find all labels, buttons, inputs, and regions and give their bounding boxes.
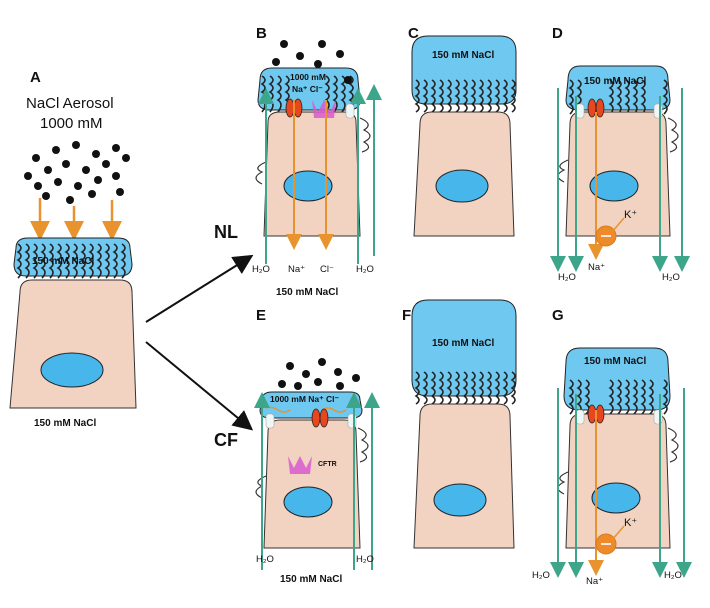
panel-label-e: E <box>256 307 266 324</box>
cilia <box>414 79 516 113</box>
asl-concentration-label: 150 mM NaCl <box>432 338 494 349</box>
cell-outline-wavy <box>255 161 267 185</box>
asl-concentration-label: 150 mM NaCl <box>32 256 94 267</box>
water-label-right: H₂O <box>662 272 680 283</box>
aquaporin <box>575 409 585 425</box>
group-label-nl: NL <box>214 222 238 242</box>
water-label-right: H₂O <box>356 264 374 275</box>
cilia <box>568 379 668 415</box>
nucleus <box>591 482 641 514</box>
nucleus <box>40 352 104 388</box>
aerosol-particles <box>272 40 344 68</box>
basolateral-label: 150 mM NaCl <box>276 287 338 298</box>
panel-c: C 150 mM NaCl <box>408 25 517 237</box>
asl-concentration-label: 150 mM NaCl <box>584 76 646 87</box>
chloride-label: Cl⁻ <box>320 264 334 275</box>
panel-b: B 1000 mM Na⁺ Cl⁻ <box>252 25 382 298</box>
group-label-cf: CF <box>214 430 238 450</box>
sodium-label: Na⁺ <box>586 576 603 587</box>
aquaporin <box>575 103 585 119</box>
enac-channel <box>311 408 329 428</box>
panel-label-c: C <box>408 25 419 42</box>
asl-layer <box>411 299 517 397</box>
water-label-right: H₂O <box>664 570 682 581</box>
cell-outline-wavy <box>667 117 679 153</box>
asl-layer <box>411 35 517 105</box>
cell-outline-wavy <box>557 159 569 183</box>
cilia <box>16 243 126 279</box>
asl-concentration-label: 1000 mM Na⁺ Cl⁻ <box>270 394 339 404</box>
asl-concentration-label: 150 mM NaCl <box>584 356 646 367</box>
water-arrows <box>258 84 382 264</box>
panel-f: F 150 mM NaCl <box>402 299 517 549</box>
potassium-label: K⁺ <box>624 517 637 529</box>
aerosol-concentration: 1000 mM <box>40 115 103 132</box>
nucleus <box>283 170 333 202</box>
panel-d: D 150 mM NaCl K⁺ <box>550 25 690 283</box>
potassium-label: K⁺ <box>624 209 637 221</box>
panel-label-b: B <box>256 25 267 42</box>
aquaporin <box>345 103 355 119</box>
asl-ion-label: Na⁺ Cl⁻ <box>292 84 323 94</box>
enac-channel <box>587 98 605 118</box>
deposition-arrows <box>30 198 122 241</box>
water-arrows <box>550 88 690 272</box>
water-arrows <box>550 388 692 578</box>
basolateral-label: 150 mM NaCl <box>280 574 342 585</box>
nucleus <box>283 486 333 518</box>
sodium-label: Na⁺ <box>588 262 605 273</box>
water-label-left: H₂O <box>256 554 274 565</box>
epithelial-cell <box>413 403 515 549</box>
potassium-arrow <box>611 217 625 233</box>
aerosol-particles <box>24 141 130 204</box>
arrow-to-cf <box>145 341 254 431</box>
water-label-left: H₂O <box>558 272 576 283</box>
cell-outline-wavy <box>359 117 371 153</box>
aerosol-particles <box>278 358 360 390</box>
asl-concentration-label: 150 mM NaCl <box>432 50 494 61</box>
cell-outline-wavy <box>557 471 569 495</box>
water-label-left: H₂O <box>532 570 550 581</box>
ion-arrows <box>286 100 334 250</box>
potassium-arrow <box>611 525 625 541</box>
panel-label-f: F <box>402 307 411 324</box>
panel-g: G 150 mM NaCl K⁺ <box>532 307 692 587</box>
cilia <box>414 371 516 405</box>
panel-e: E 1000 mM Na⁺ Cl⁻ CFTR H₂O <box>254 307 380 585</box>
cell-outline-wavy <box>667 427 679 463</box>
water-label-left: H₂O <box>252 264 270 275</box>
asl-concentration-label: 1000 mM <box>290 72 326 82</box>
cell-outline-wavy <box>357 427 369 463</box>
water-arrows <box>254 392 380 570</box>
panel-a: A NaCl Aerosol 1000 mM <box>9 69 137 429</box>
cftr-channel <box>312 100 336 118</box>
panel-label-g: G <box>552 307 564 324</box>
epithelial-cell <box>263 419 361 549</box>
panel-label-a: A <box>30 69 41 86</box>
panel-label-d: D <box>552 25 563 42</box>
branch-arrows: NL CF <box>145 222 254 450</box>
epithelial-cell <box>565 413 671 549</box>
water-label-right: H₂O <box>356 554 374 565</box>
aquaporin <box>265 413 275 429</box>
arrow-to-nl <box>145 254 254 323</box>
aerosol-title: NaCl Aerosol <box>26 95 114 112</box>
nucleus <box>433 483 487 517</box>
basolateral-label: 150 mM NaCl <box>34 418 96 429</box>
cftr-label: CFTR <box>318 461 337 468</box>
sodium-label: Na⁺ <box>288 264 305 275</box>
epithelial-cell <box>9 279 137 409</box>
cftr-intracellular <box>288 456 312 474</box>
nucleus <box>435 169 489 203</box>
nucleus <box>589 170 639 202</box>
